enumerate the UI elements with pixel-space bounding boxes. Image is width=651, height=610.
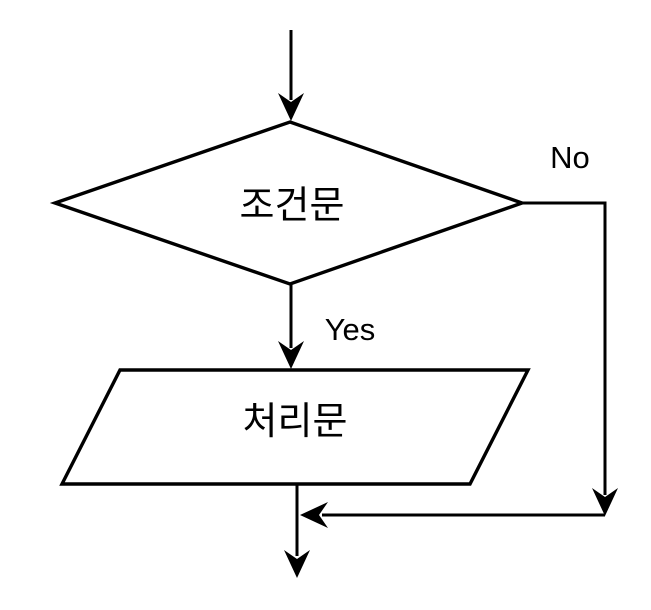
- no-branch-label: No: [550, 140, 590, 175]
- arrowhead-down-icon: [592, 488, 618, 516]
- yes-branch-label: Yes: [325, 312, 376, 347]
- decision-diamond: [49, 120, 528, 286]
- process-label: 처리문: [243, 401, 348, 443]
- decision-label: 조건문: [240, 185, 345, 227]
- arrowhead-down-icon: [278, 341, 304, 369]
- process-parallelogram: [59, 368, 531, 486]
- arrowhead-left-icon: [300, 502, 328, 528]
- arrowhead-down-icon: [284, 550, 310, 578]
- no-branch-connector: [522, 201, 607, 495]
- arrowhead-down-icon: [278, 93, 304, 121]
